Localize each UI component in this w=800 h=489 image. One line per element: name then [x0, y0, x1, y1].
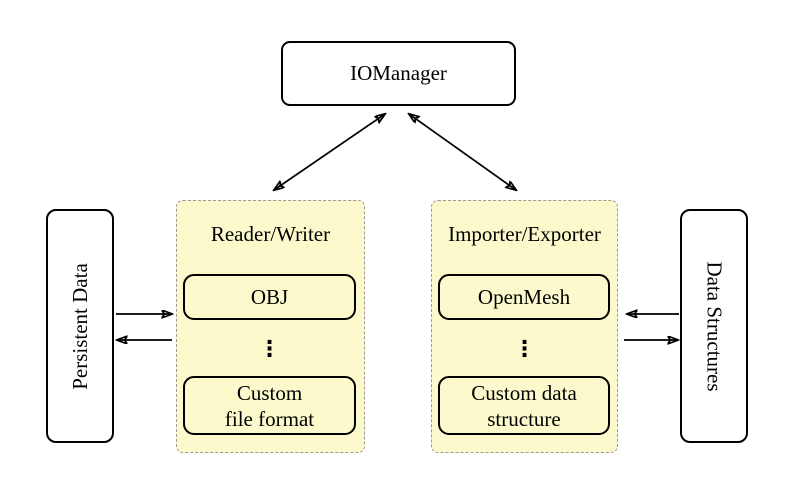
iomanager-node: IOManager — [281, 41, 516, 106]
obj-node: OBJ — [183, 274, 356, 320]
custom-file-format-node: Custom file format — [183, 376, 356, 435]
custom-file-format-line1: Custom — [236, 380, 303, 405]
reader-writer-ellipsis: ⋮ — [258, 336, 281, 362]
persistent-data-node: Persistent Data — [46, 209, 114, 443]
openmesh-node: OpenMesh — [438, 274, 610, 320]
custom-data-structure-node: Custom data structure — [438, 376, 610, 435]
importer-exporter-ellipsis: ⋮ — [513, 336, 536, 362]
data-structures-label: Data Structures — [702, 260, 727, 392]
custom-data-structure-line2: structure — [487, 406, 561, 431]
importer-exporter-title: Importer/Exporter — [448, 221, 601, 246]
custom-data-structure-line1: Custom data — [471, 380, 577, 405]
reader-writer-title: Reader/Writer — [210, 221, 331, 246]
persistent-data-label: Persistent Data — [67, 262, 92, 390]
arrow-iomanager-importer-exporter — [409, 114, 516, 190]
data-structures-node: Data Structures — [680, 209, 748, 443]
custom-file-format-line2: file format — [224, 406, 315, 431]
arrow-iomanager-reader-writer — [274, 114, 385, 190]
